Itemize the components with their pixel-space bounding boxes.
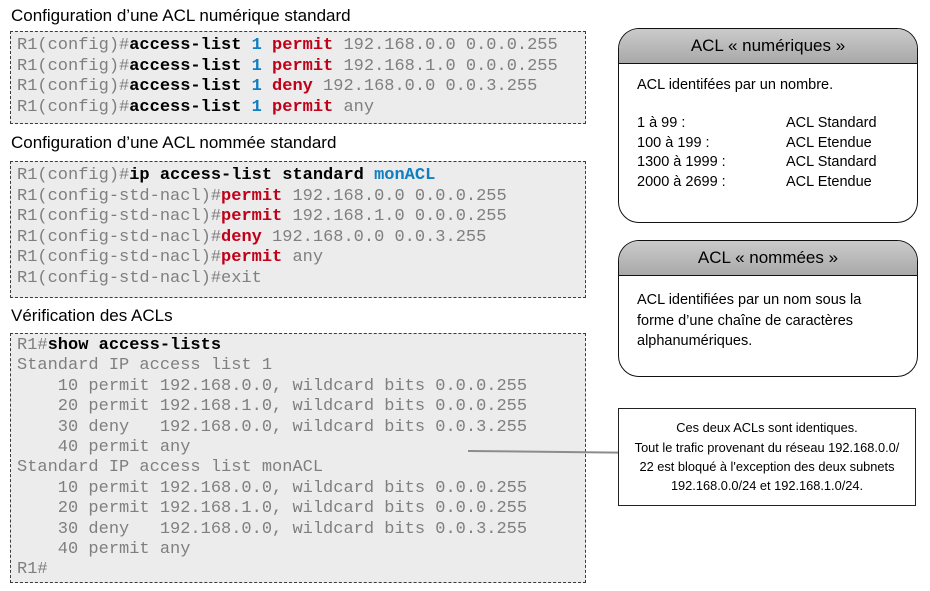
note-line: 22 est bloqué à l'exception des deux sub… [639,459,895,474]
acl-range-value: 1 à 99 : [637,115,686,131]
code-line: 10 permit 192.168.0.0, wildcard bits 0.0… [17,478,528,498]
code-line: R1# [17,560,48,580]
code-line: 20 permit 192.168.1.0, wildcard bits 0.0… [17,499,528,519]
code-line: R1(config-std-nacl)#permit any [17,248,324,267]
note-box-acl-identical: Ces deux ACLs sont identiques. Tout le tr… [618,408,916,506]
code-line: R1(config-std-nacl)#permit 192.168.1.0 0… [17,207,507,226]
code-line: 30 deny 192.168.0.0, wildcard bits 0.0.3… [17,519,528,539]
acl-range-value: 2000 à 2699 : [637,173,726,190]
acl-number-range-table: 1 à 99 : ACL Standard 100 à 199 : ACL Etend… [637,114,903,192]
code-line: 20 permit 192.168.1.0, wildcard bits 0.0… [17,397,528,417]
acl-range-type: ACL Standard [786,115,877,131]
code-line: R1(config)#access-list 1 permit 192.168.… [17,36,558,55]
acl-range-type: ACL Etendue [786,173,872,190]
panel-numeric-acl-intro: ACL identifées par un nombre. [637,77,834,93]
acl-range-type: ACL Standard [786,154,877,171]
panel-numeric-acl: ACL « numériques » ACL identifées par un… [618,28,918,223]
code-block-named-acl: R1(config)#ip access-list standard monAC… [10,161,586,298]
section-title-named-acl: Configuration d’une ACL nommée standard [11,133,337,152]
code-line: R1(config)#access-list 1 permit 192.168.… [17,56,558,76]
section-title-numbered-acl: Configuration d’une ACL numérique standa… [11,6,351,25]
code-line: Standard IP access list monACL [17,458,324,478]
code-line: R1(config-std-nacl)#deny 192.168.0.0 0.0… [17,227,487,247]
acl-range-type: ACL Etendue [786,134,872,151]
code-line: R1(config)#access-list 1 permit any [17,97,375,117]
code-line: Standard IP access list 1 [17,356,273,376]
note-line: Tout le trafic provenant du réseau 192.1… [634,439,900,455]
note-line: 192.168.0.0/24 et 192.168.1.0/24. [670,478,864,494]
acl-range-value: 100 à 199 : [637,134,710,151]
panel-named-acl-body: ACL identifiées par un nom sous la forme… [637,292,862,349]
note-line: Ces deux ACLs sont identiques. [676,420,858,436]
code-line: R1(config)#ip access-list standard monAC… [17,166,436,185]
code-line: 10 permit 192.168.0.0, wildcard bits 0.0… [17,376,528,396]
code-line: R1(config-std-nacl)#permit 192.168.0.0 0… [17,186,507,206]
section-title-verification: Vérification des ACLs [11,306,173,325]
code-line: 30 deny 192.168.0.0, wildcard bits 0.0.3… [17,417,528,437]
panel-named-acl: ACL « nommées » ACL identifiées par un n… [618,240,918,377]
code-line: R1(config-std-nacl)#exit [17,268,262,288]
panel-numeric-acl-header: ACL « numériques » [619,29,917,64]
code-line: 40 permit any [17,540,191,560]
code-line: R1#show access-lists [17,336,222,355]
code-line: R1(config)#access-list 1 deny 192.168.0.… [17,77,538,96]
code-line: 40 permit any [17,438,191,458]
acl-range-value: 1300 à 1999 : [637,154,726,171]
panel-named-acl-header: ACL « nommées » [619,241,917,276]
code-block-numbered-acl: R1(config)#access-list 1 permit 192.168.… [10,31,586,124]
panel-numeric-acl-body: ACL identifées par un nombre. 1 à 99 : AC… [619,64,917,192]
